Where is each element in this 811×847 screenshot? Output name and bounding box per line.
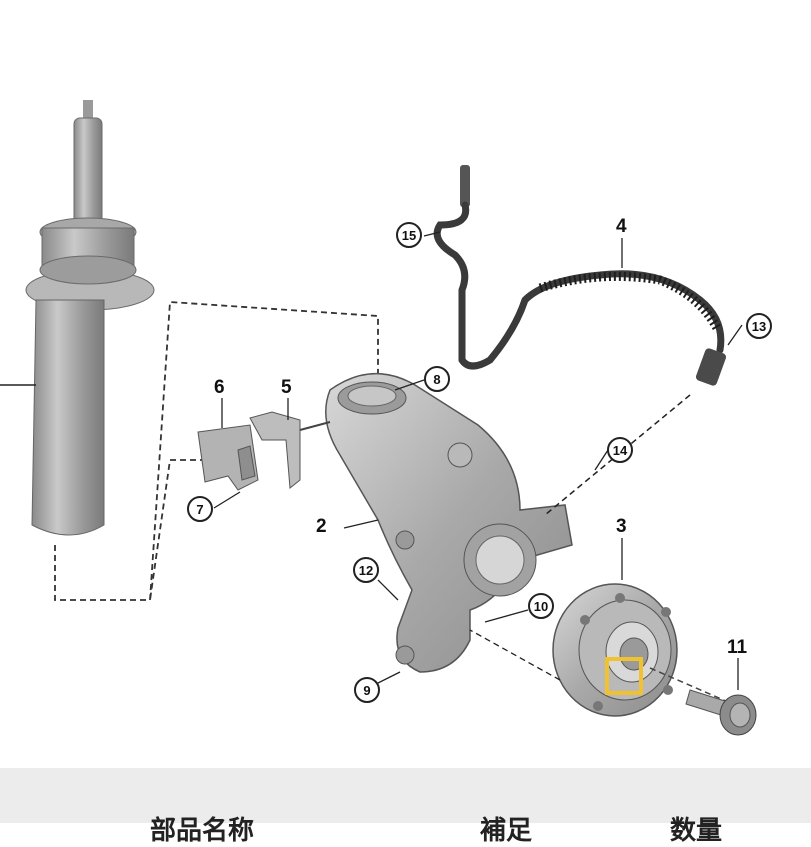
header-quantity: 数量 [670,816,723,846]
part-label-3: 3 [616,516,627,537]
circled-label-8: 8 [424,366,450,392]
diagram-canvas [0,100,757,736]
parts-table-header: 部品名称 補足 数量 [0,768,811,846]
circled-label-10: 10 [528,593,554,619]
circled-label-12: 12 [353,557,379,583]
hub-bolt [649,667,757,736]
circled-label-14: 14 [607,437,633,463]
circled-label-13: 13 [746,313,772,339]
highlight-box [605,657,643,695]
steering-knuckle [325,373,573,673]
part-label-5: 5 [281,377,292,398]
strut-assembly [0,100,155,536]
part-label-6: 6 [214,377,225,398]
part-label-11: 11 [727,637,748,658]
wheel-hub [552,583,678,717]
parts-diagram: 2 3 4 5 6 11 7 8 9 10 12 13 14 15 [0,100,772,736]
header-remarks: 補足 [480,816,533,846]
part-label-4: 4 [616,216,627,237]
part-label-2: 2 [316,516,327,537]
assembly-dashed-outline [54,301,379,601]
circled-label-15: 15 [396,222,422,248]
circled-label-9: 9 [354,677,380,703]
header-part-name: 部品名称 [150,816,255,846]
circled-label-7: 7 [187,496,213,522]
brake-shield-bracket [197,411,331,491]
